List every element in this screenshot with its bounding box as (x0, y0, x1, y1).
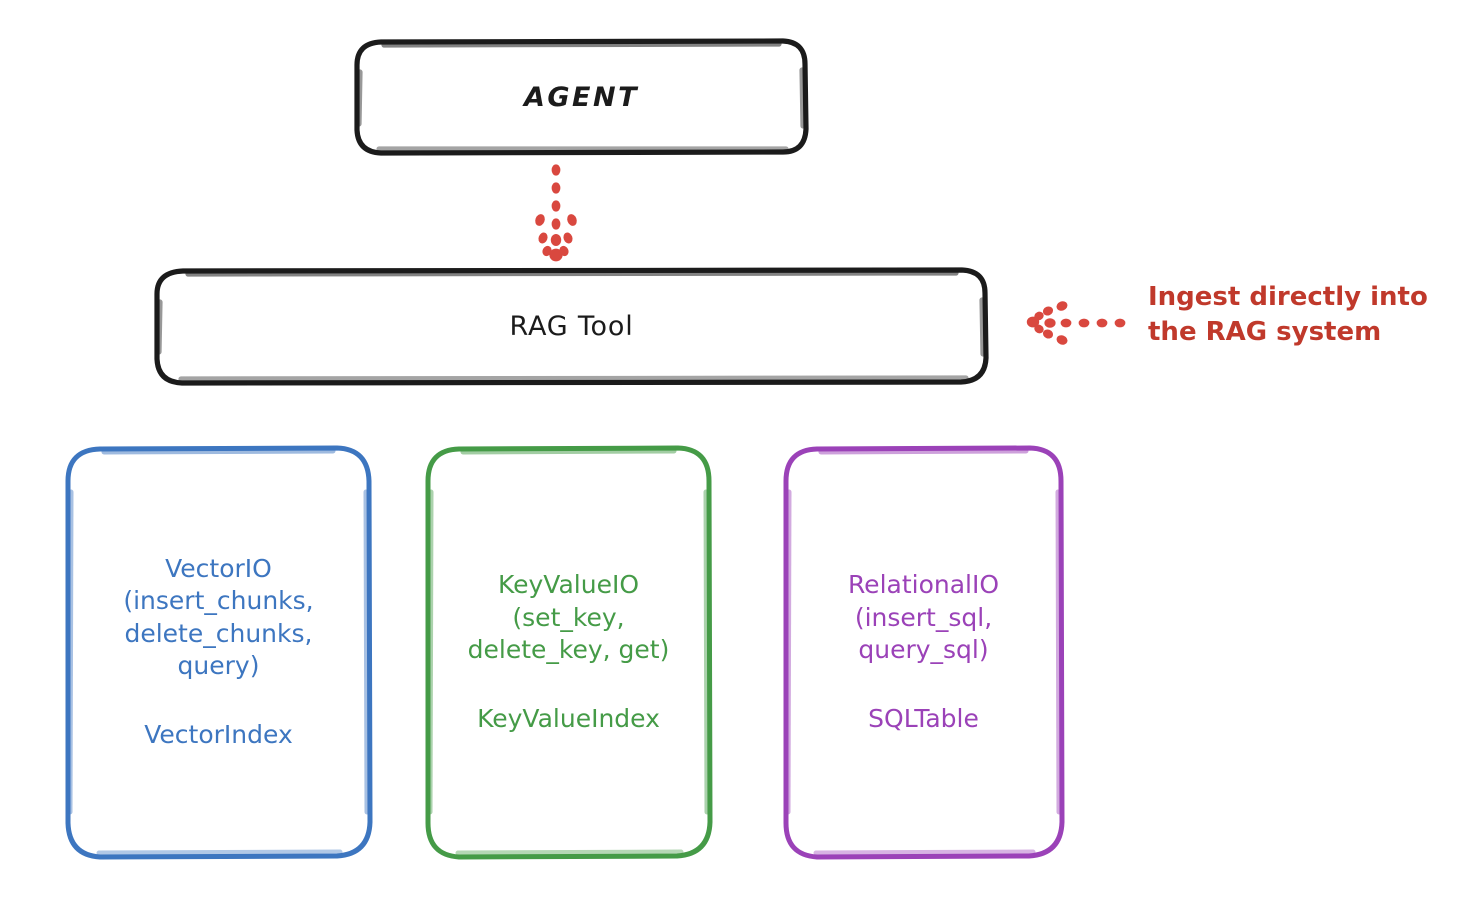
node-vector-io-subtitle: VectorIndex (144, 719, 293, 749)
annotation-ingest-directly: Ingest directly into the RAG system (1148, 282, 1428, 348)
node-rag-tool-label: RAG Tool (509, 310, 634, 342)
node-key-value-io[interactable]: KeyValueIO (set_key, delete_key, get) Ke… (428, 448, 709, 856)
node-relational-io[interactable]: RelationalIO (insert_sql, query_sql) SQL… (786, 448, 1061, 856)
node-rag-tool[interactable]: RAG Tool (157, 270, 986, 382)
node-agent-label: AGENT (523, 81, 639, 113)
agent-to-rag-tool-connector (535, 164, 577, 262)
node-vector-io-title: VectorIO (insert_chunks, delete_chunks, … (123, 553, 314, 681)
node-relational-io-subtitle: SQLTable (868, 703, 979, 733)
node-key-value-io-title: KeyValueIO (set_key, delete_key, get) (467, 570, 670, 664)
ingest-to-rag-tool-connector (1026, 301, 1126, 345)
node-relational-io-title: RelationalIO (insert_sql, query_sql) (847, 570, 1000, 664)
node-agent[interactable]: AGENT (357, 41, 806, 153)
node-vector-io[interactable]: VectorIO (insert_chunks, delete_chunks, … (68, 448, 369, 856)
node-key-value-io-subtitle: KeyValueIndex (477, 703, 660, 733)
